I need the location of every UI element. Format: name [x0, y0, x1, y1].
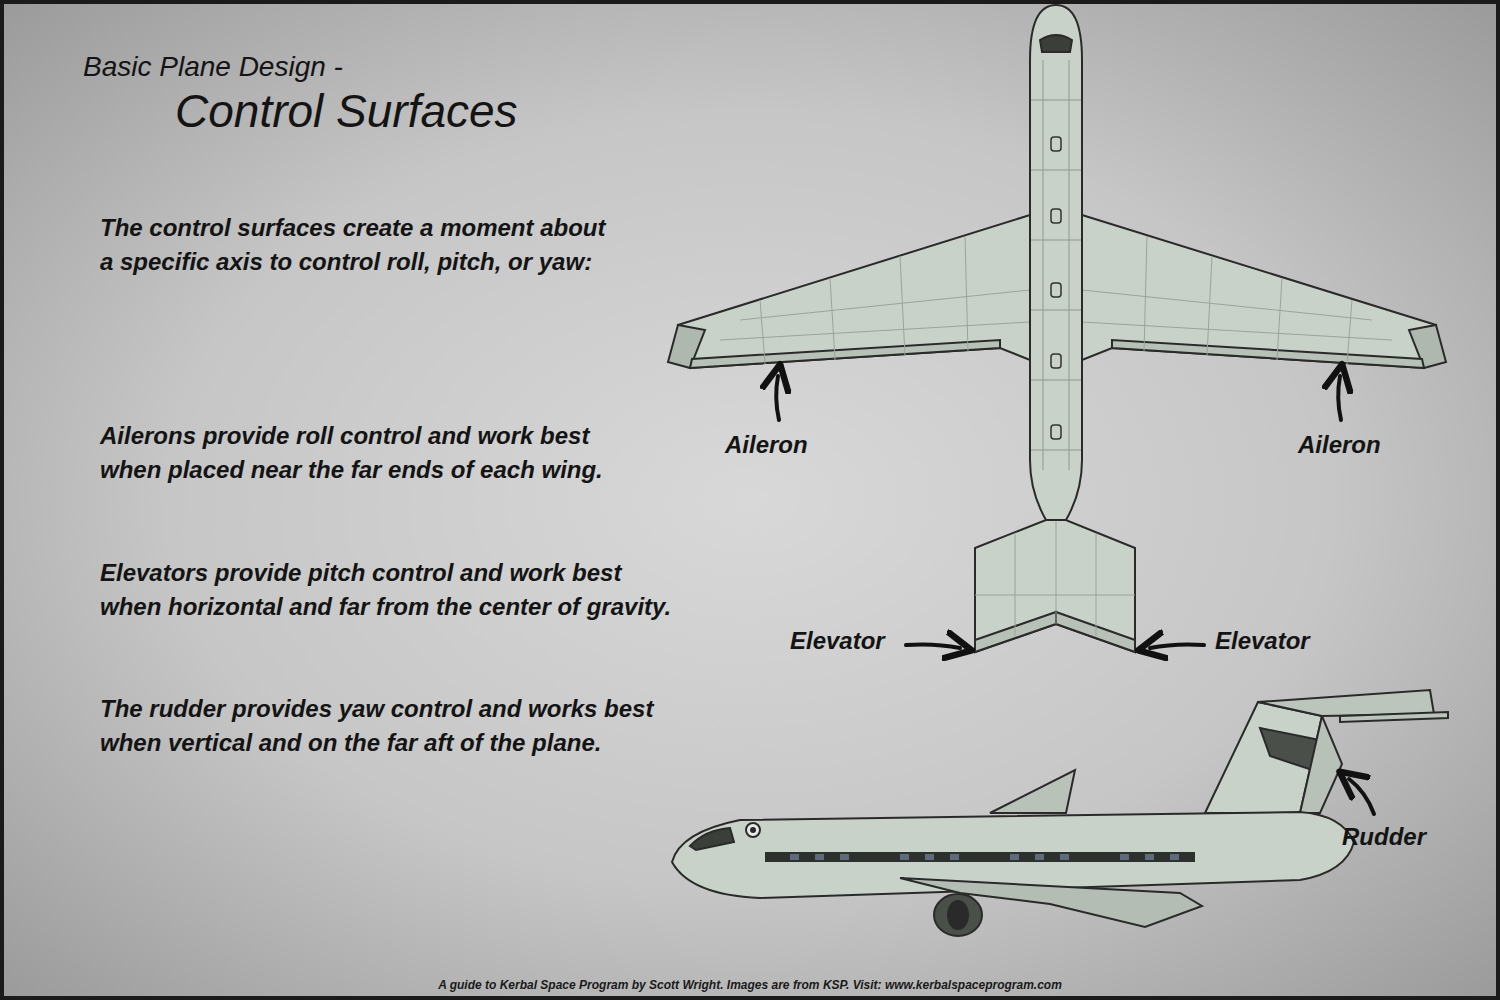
subtitle: Basic Plane Design -: [83, 50, 343, 84]
fuselage-seams: [1031, 60, 1081, 470]
elevator-arrow-left: [906, 644, 960, 648]
fuselage-markers: [1051, 137, 1061, 439]
fuselage-top: [1030, 5, 1082, 520]
roundel: [746, 823, 760, 837]
part-label: Elevator: [790, 627, 885, 655]
left-aileron: [690, 340, 1000, 368]
tail-panel-lines: [975, 516, 1135, 636]
part-label: Rudder: [1342, 823, 1426, 851]
elevator-note: Elevators provide pitch control and work…: [100, 556, 684, 624]
t-tail-stabilizer: [1258, 690, 1434, 716]
cockpit-window: [1040, 35, 1072, 52]
roundel-center: [750, 827, 756, 833]
horizontal-tail: [975, 516, 1135, 652]
far-wing: [990, 770, 1075, 813]
rudder: [1300, 716, 1342, 813]
stabilizer-edge: [1340, 712, 1448, 722]
engine-intake: [948, 901, 968, 929]
leader-arrows: [776, 376, 1374, 814]
rudder-note: The rudder provides yaw control and work…: [100, 692, 684, 760]
rudder-arrow: [1349, 779, 1374, 814]
aileron-arrow-right: [1338, 376, 1341, 420]
left-wing: [678, 215, 1030, 368]
elevator-arrow-right: [1150, 644, 1204, 648]
intro-note: The control surfaces create a moment abo…: [100, 211, 618, 279]
right-wing: [1082, 215, 1436, 368]
cockpit-windows: [690, 828, 734, 850]
part-label: Elevator: [1215, 627, 1310, 655]
engine-nacelle: [934, 894, 982, 936]
window-stripe: [765, 852, 1195, 862]
aileron-arrow-left: [776, 376, 779, 420]
diagram-title: Control Surfaces: [175, 84, 518, 138]
part-label: Aileron: [725, 431, 808, 459]
aileron-note: Ailerons provide roll control and work b…: [100, 419, 620, 487]
footer-caption: A guide to Kerbal Space Program by Scott…: [0, 977, 1500, 993]
cabin-windows: [790, 854, 1179, 860]
right-aileron: [1112, 340, 1424, 368]
top-view-plane: [668, 5, 1446, 652]
side-view-plane: [672, 690, 1448, 936]
part-label: Aileron: [1298, 431, 1381, 459]
